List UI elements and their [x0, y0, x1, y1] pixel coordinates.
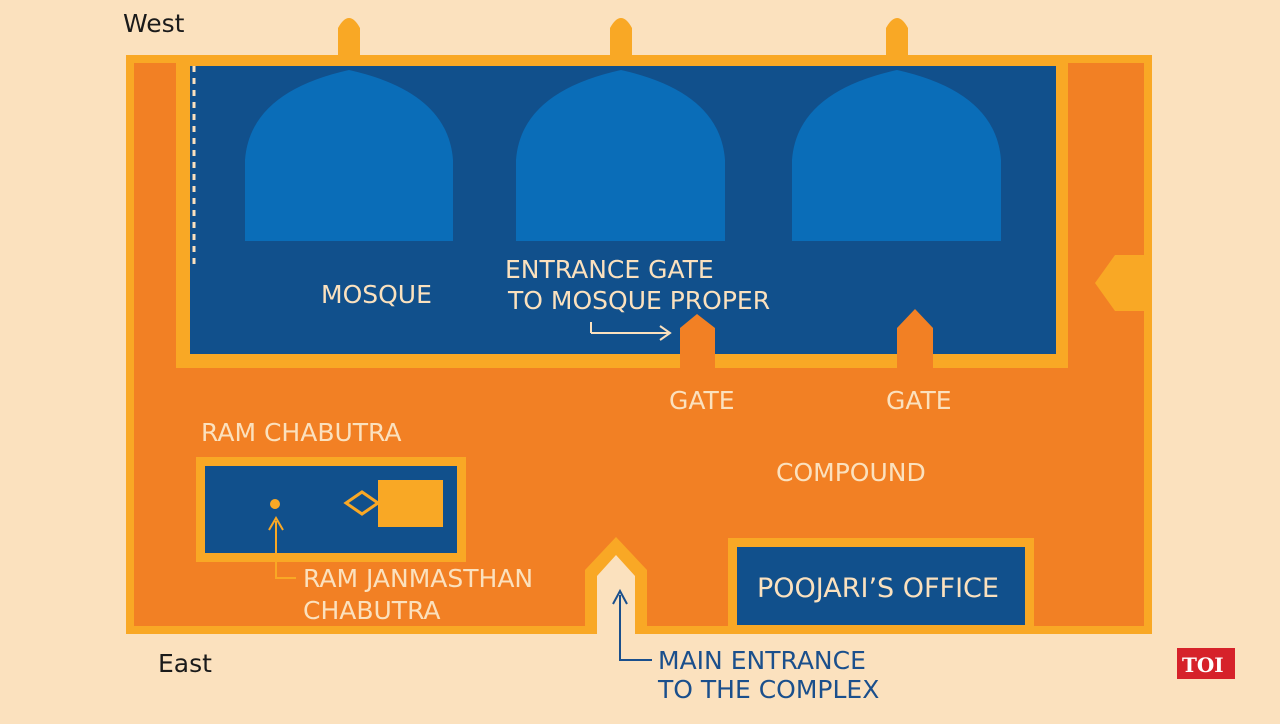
janmasthan-label-line2: CHABUTRA: [303, 596, 441, 625]
ram-chabutra-label: RAM CHABUTRA: [201, 418, 402, 447]
mosque-label: MOSQUE: [321, 280, 432, 309]
main-entrance-arrow: [619, 595, 652, 661]
janmasthan-arrowhead: [268, 516, 284, 531]
janmasthan-label-line1: RAM JANMASTHAN: [303, 564, 533, 593]
main-entrance-label-line2: TO THE COMPLEX: [657, 675, 879, 704]
west-label: West: [123, 9, 185, 38]
gate-right-label: GATE: [886, 386, 952, 415]
poojari-office: [737, 547, 1025, 625]
shrine-block: [378, 480, 443, 527]
entrance-gate-arrowhead: [659, 325, 672, 341]
toi-logo-box: [1177, 648, 1235, 679]
toi-logo-text: TOI: [1182, 653, 1224, 677]
poojari-office-label: POOJARI’S OFFICE: [757, 573, 999, 604]
janmasthan-arrow: [275, 521, 296, 579]
compound-label: COMPOUND: [776, 458, 926, 487]
dome-right: [792, 70, 1001, 241]
finial-right: [886, 18, 908, 60]
east-wall-notch: [1095, 255, 1144, 311]
dome-left: [245, 70, 453, 241]
gate-right-structure: [897, 309, 933, 368]
janmasthan-marker: [270, 499, 280, 509]
finial-left: [338, 18, 360, 60]
main-entrance-label-line1: MAIN ENTRANCE: [658, 646, 866, 675]
main-entrance-arrowhead: [612, 588, 628, 605]
east-label: East: [158, 649, 212, 678]
dome-center: [516, 70, 725, 241]
finial-center: [610, 18, 632, 60]
gate-left-label: GATE: [669, 386, 735, 415]
entrance-gate-label-line1: ENTRANCE GATE: [505, 255, 714, 284]
entrance-gate-label-line2: TO MOSQUE PROPER: [507, 286, 770, 315]
gate-left-structure: [680, 314, 715, 368]
